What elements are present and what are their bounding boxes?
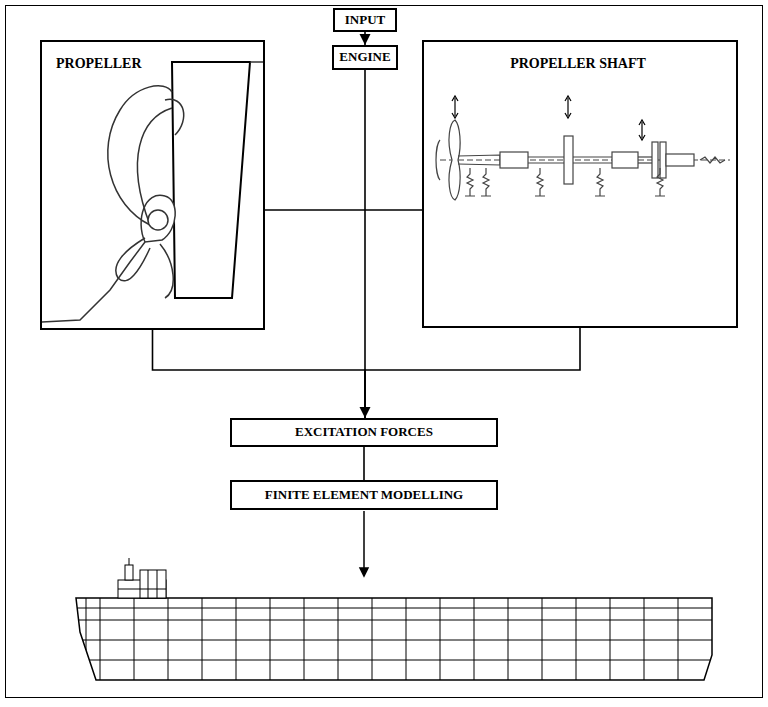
connector	[363, 447, 365, 480]
node-label: EXCITATION FORCES	[295, 425, 433, 439]
mesh-line	[338, 598, 339, 680]
process-box: ENGINE	[332, 45, 398, 70]
node-label: PROPELLER	[54, 56, 144, 71]
mesh-line	[474, 598, 475, 680]
mesh-line	[406, 598, 407, 680]
mesh-line	[542, 598, 543, 680]
mesh-line	[134, 598, 135, 680]
connector	[365, 328, 580, 418]
mesh-line	[440, 598, 441, 680]
fem-to-ship-arrow	[360, 511, 368, 576]
propeller-sketch	[42, 62, 265, 322]
mesh-line	[89, 660, 710, 661]
node-label: ENGINE	[339, 50, 390, 64]
mesh-line	[678, 598, 679, 680]
connector	[265, 209, 422, 211]
component-panel: PROPELLER SHAFT	[422, 40, 738, 328]
mesh-line	[304, 598, 305, 680]
ship-mesh	[76, 558, 712, 680]
support-spring	[655, 168, 665, 196]
connector	[364, 32, 366, 45]
node-label: INPUT	[345, 13, 385, 27]
connector	[153, 330, 366, 418]
process-box: EXCITATION FORCES	[230, 418, 498, 447]
mesh-line	[644, 598, 645, 680]
support-spring	[595, 168, 605, 196]
node-label: FINITE ELEMENT MODELLING	[265, 488, 463, 502]
mesh-line	[610, 598, 611, 680]
support-spring	[535, 168, 545, 196]
mesh-line	[202, 598, 203, 680]
process-box: FINITE ELEMENT MODELLING	[230, 480, 498, 510]
shaft-sketch	[436, 96, 730, 200]
mesh-line	[576, 598, 577, 680]
node-label: PROPELLER SHAFT	[420, 56, 736, 71]
mesh-line	[236, 598, 237, 680]
mesh-line	[508, 598, 509, 680]
support-spring	[481, 168, 491, 196]
mesh-line	[270, 598, 271, 680]
mesh-line	[168, 598, 169, 680]
mesh-line	[79, 620, 712, 621]
mesh-line	[372, 598, 373, 680]
mesh-line	[86, 598, 87, 650]
support-spring	[465, 168, 475, 196]
component-panel: PROPELLER	[40, 40, 265, 330]
mesh-line	[77, 608, 712, 609]
mesh-line	[83, 640, 712, 641]
process-box: INPUT	[333, 8, 397, 32]
mesh-line	[100, 598, 101, 680]
connector	[364, 70, 366, 418]
